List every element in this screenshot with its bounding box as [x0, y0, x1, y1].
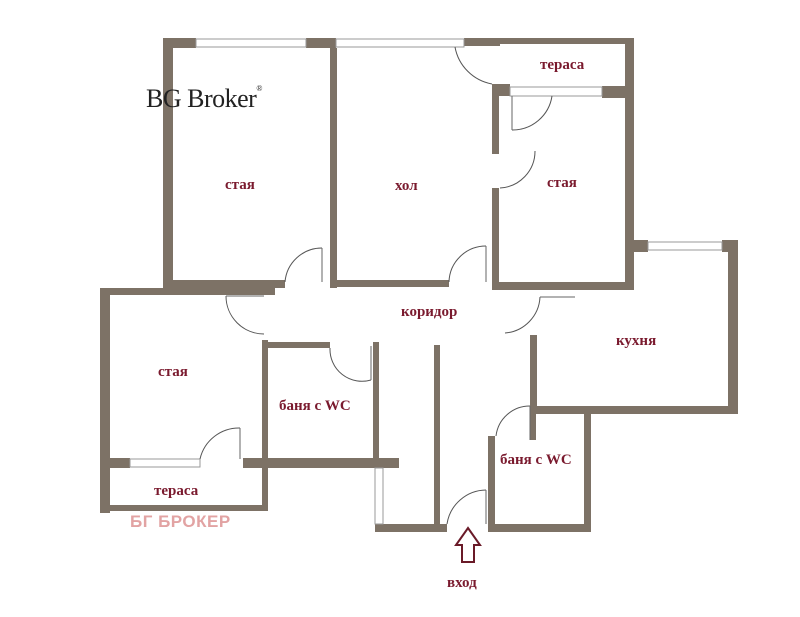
label-terrace-bottom: тераса	[154, 483, 199, 499]
walls	[100, 38, 738, 532]
door-leaves	[226, 96, 575, 524]
watermark: БГ БРОКЕР	[130, 512, 231, 531]
label-kitchen: кухня	[616, 333, 657, 349]
label-bathroom-right: баня с WC	[500, 452, 572, 468]
windows	[129, 38, 723, 525]
label-bathroom-left: баня с WC	[279, 398, 351, 414]
logo: BG Broker®	[146, 84, 262, 113]
door-swings	[199, 46, 553, 525]
label-terrace-top: тераса	[540, 57, 585, 73]
label-room-top-left: стая	[225, 177, 255, 193]
label-room-bottom-left: стая	[158, 364, 188, 380]
entrance-arrow-icon	[454, 526, 482, 563]
label-entrance: вход	[447, 575, 477, 591]
label-living: хол	[395, 178, 418, 194]
label-room-right: стая	[547, 175, 577, 191]
label-corridor: коридор	[401, 304, 458, 320]
